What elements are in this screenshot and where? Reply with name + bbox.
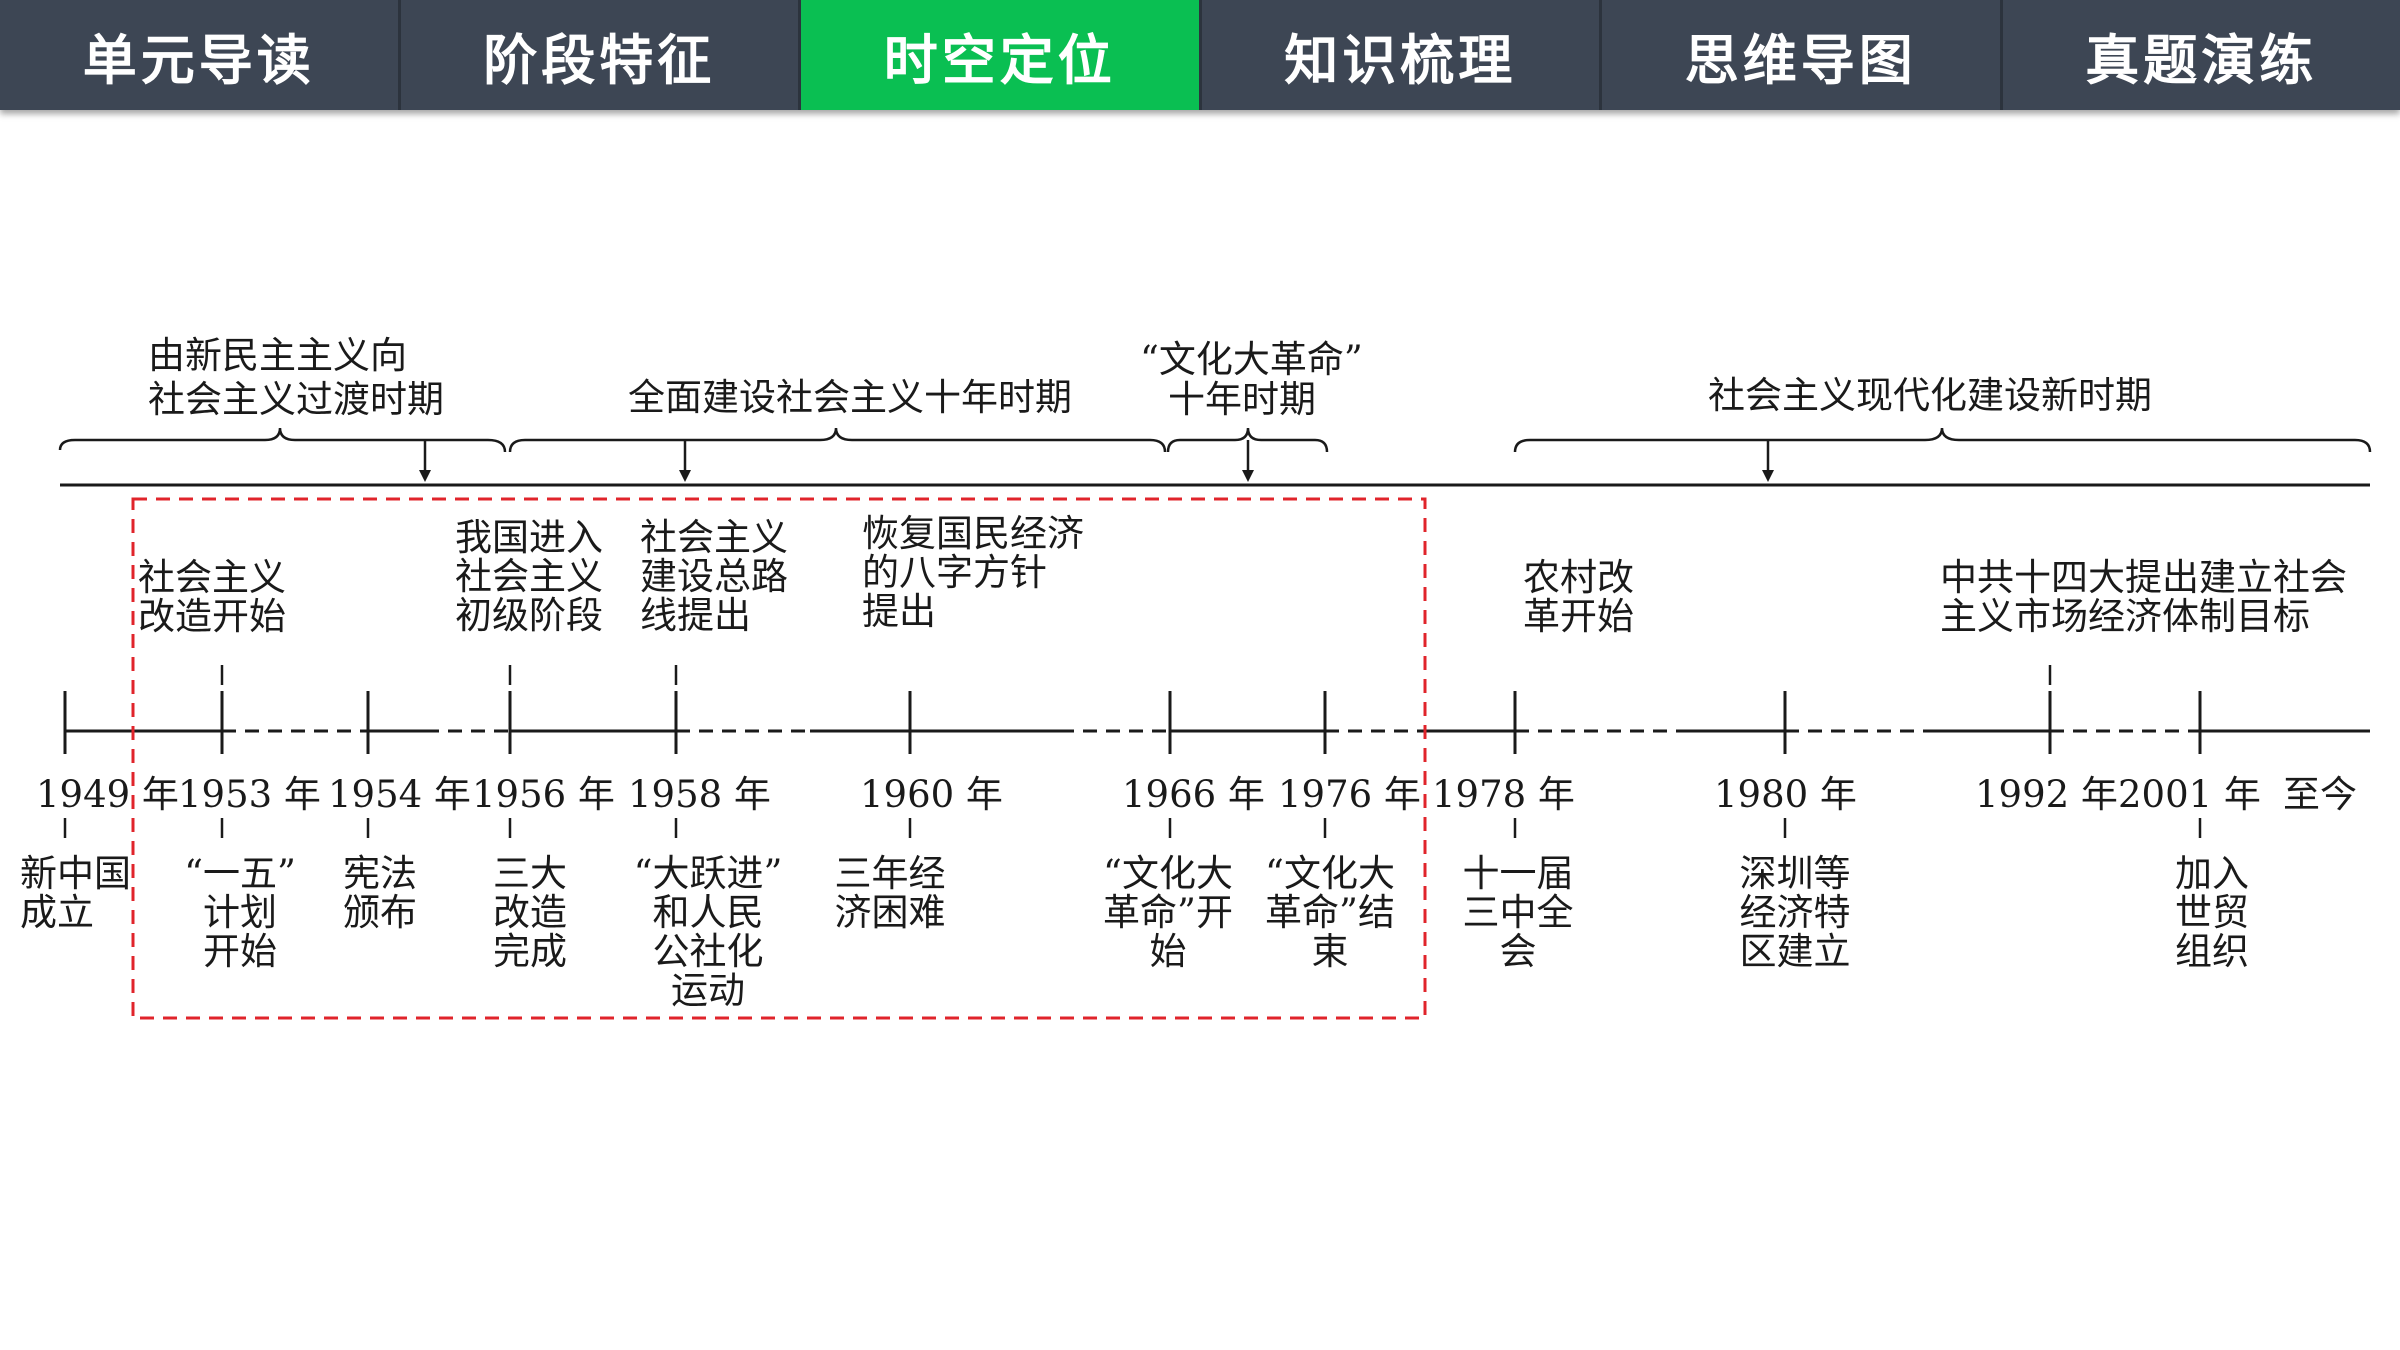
event-below-label: 三大 [493, 852, 567, 895]
event-above-label: 建设总路 [640, 555, 788, 598]
year-label: 1960 年 [860, 773, 1003, 816]
event-below-label: 革命”开 [1103, 891, 1233, 934]
year-label: 1976 年 [1278, 773, 1421, 816]
event-above-label: 的八字方针 [862, 551, 1047, 594]
event-below-label: 十一届 [1463, 852, 1574, 895]
event-above-label: 中共十四大提出建立社会 [1940, 556, 2347, 599]
event-below-label: 三年经 [835, 852, 946, 895]
period-arrow [1242, 440, 1254, 482]
period-label: 由新民主主义向 [148, 334, 407, 377]
event-above-label: 社会主义 [640, 516, 788, 559]
event-above-label: 革开始 [1523, 595, 1634, 638]
event-below-label: 济困难 [835, 891, 946, 934]
highlight-region-1953-1976 [131, 497, 1427, 1020]
year-label: 1949 年 [36, 773, 179, 816]
event-below-label: 公社化 [653, 930, 764, 973]
period-arrow [679, 440, 691, 482]
section-tab-bar: 单元导读 阶段特征 时空定位 知识梳理 思维导图 真题演练 [0, 0, 2400, 110]
year-label: 1992 年 [1975, 773, 2118, 816]
event-below-label: 成立 [20, 891, 94, 934]
event-below-label: 运动 [671, 969, 745, 1012]
event-below-label: 深圳等 [1740, 852, 1851, 895]
tab-stage-features[interactable]: 阶段特征 [400, 0, 801, 110]
event-above-label: 我国进入 [455, 516, 603, 559]
event-below-label: “文化大 [1103, 852, 1233, 895]
event-below-label: 会 [1500, 930, 1537, 973]
period-brace [508, 427, 1167, 453]
tab-knowledge-review[interactable]: 知识梳理 [1201, 0, 1602, 110]
event-below-label: 区建立 [1740, 930, 1851, 973]
event-below-label: “一五” [184, 852, 296, 895]
tab-time-space-positioning[interactable]: 时空定位 [801, 0, 1202, 110]
event-below-label: 开始 [203, 930, 277, 973]
event-below-label: 束 [1312, 930, 1349, 973]
event-below-label: 经济特 [1740, 891, 1851, 934]
event-below-label: “文化大 [1265, 852, 1395, 895]
event-below-label: 三中全 [1463, 891, 1574, 934]
tab-mind-map[interactable]: 思维导图 [1602, 0, 2003, 110]
event-below-label: 革命”结 [1265, 891, 1395, 934]
period-arrow [419, 440, 431, 482]
tab-exam-practice[interactable]: 真题演练 [2002, 0, 2400, 110]
period-brace [1166, 427, 1329, 453]
timeline-year: 至今 [2283, 773, 2357, 816]
event-above-label: 社会主义 [138, 556, 286, 599]
year-label: 1958 年 [628, 773, 771, 816]
event-above-label: 农村改 [1523, 556, 1634, 599]
year-label: 1978 年 [1432, 773, 1575, 816]
event-above-label: 社会主义 [455, 555, 603, 598]
year-label: 1966 年 [1122, 773, 1265, 816]
event-below-label: 宪法 [343, 852, 417, 895]
period-label: 社会主义现代化建设新时期 [1708, 374, 2152, 417]
timeline-year: 1966 年 “文化大革命”开始 [1103, 691, 1265, 973]
year-label: 1980 年 [1714, 773, 1857, 816]
year-label: 1954 年 [328, 773, 471, 816]
period-label: “文化大革命” [1140, 338, 1363, 381]
event-below-label: 完成 [493, 930, 567, 973]
event-above-label: 线提出 [640, 594, 751, 637]
year-label: 2001 年 [2118, 773, 2261, 816]
event-below-label: 新中国 [20, 852, 131, 895]
event-above-label: 改造开始 [138, 595, 286, 638]
event-below-label: 计划 [203, 891, 277, 934]
period-brace [58, 427, 507, 453]
year-label: 至今 [2283, 773, 2357, 816]
period-label: 全面建设社会主义十年时期 [628, 376, 1072, 419]
event-below-label: “大跃进” [634, 852, 783, 895]
event-below-label: 改造 [493, 891, 567, 934]
event-above-label: 恢复国民经济 [862, 512, 1084, 555]
event-above-label: 提出 [862, 590, 936, 633]
tab-unit-intro[interactable]: 单元导读 [0, 0, 401, 110]
event-above-label: 主义市场经济体制目标 [1940, 595, 2310, 638]
event-below-label: 和人民 [653, 891, 764, 934]
year-label: 1956 年 [472, 773, 615, 816]
period-label: 十年时期 [1168, 378, 1316, 421]
event-below-label: 颁布 [343, 891, 417, 934]
period-label: 社会主义过渡时期 [148, 378, 444, 421]
period-brace [1513, 427, 2372, 453]
timeline-year: 1976 年 “文化大革命”结束 [1265, 691, 1421, 973]
event-below-label: 加入 [2175, 852, 2249, 895]
event-below-label: 始 [1150, 930, 1187, 973]
event-below-label: 组织 [2175, 930, 2249, 973]
event-below-label: 世贸 [2175, 891, 2249, 934]
year-label: 1953 年 [178, 773, 321, 816]
event-above-label: 初级阶段 [455, 594, 603, 637]
period-arrow [1762, 440, 1774, 482]
